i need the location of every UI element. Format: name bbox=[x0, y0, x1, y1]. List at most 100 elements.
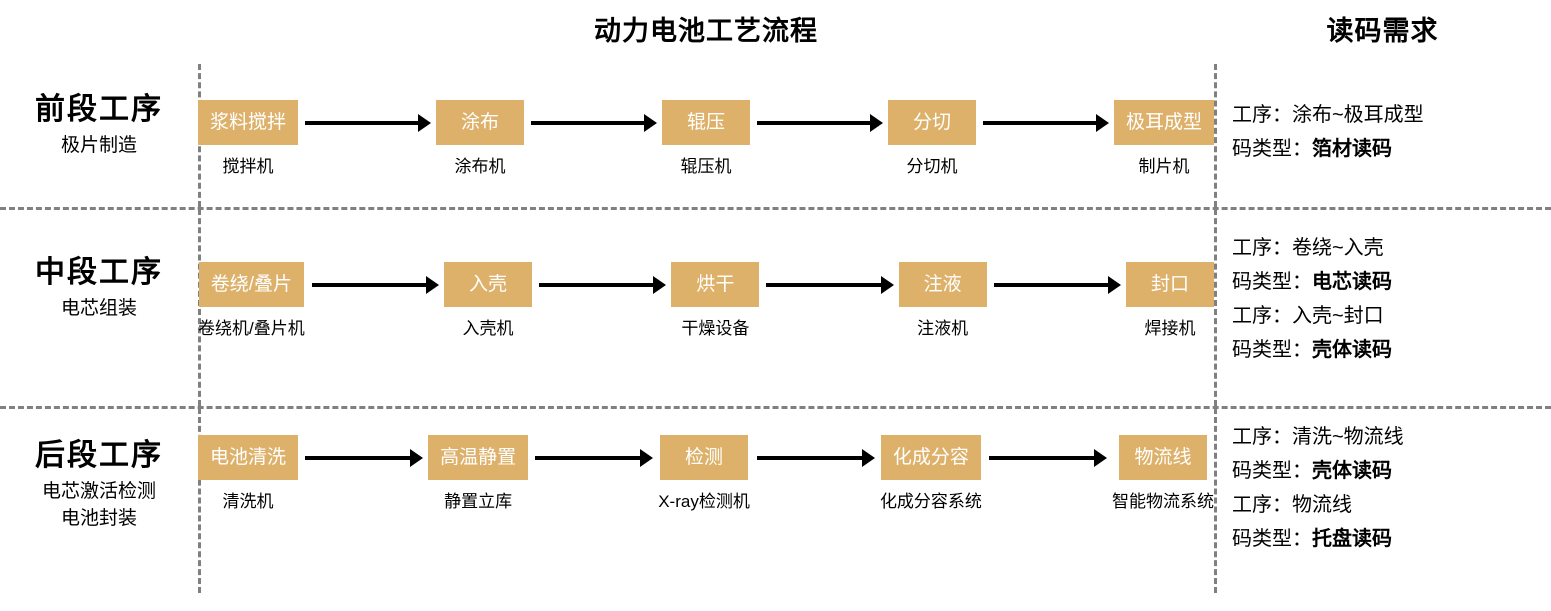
requirement-column-left-divider-row2 bbox=[1214, 209, 1217, 406]
process-node-box[interactable]: 物流线 bbox=[1119, 435, 1208, 480]
process-node[interactable]: 物流线 智能物流系统 bbox=[1112, 435, 1214, 513]
header: 动力电池工艺流程 读码需求 bbox=[0, 0, 1551, 62]
row-divider-1 bbox=[0, 207, 1551, 210]
row-stage-sub-line1: 电芯激活检测 bbox=[41, 481, 156, 502]
row-label-middle: 中段工序 电芯组装 bbox=[0, 254, 198, 322]
requirement-value: 壳体读码 bbox=[1312, 460, 1392, 482]
process-chain-front: 浆料搅拌 搅拌机 涂布 涂布机 辊压 辊压机 分切 分切机 极耳成型 制片机 bbox=[198, 100, 1215, 178]
process-node-caption: 分切机 bbox=[906, 157, 958, 176]
process-node[interactable]: 入壳 入壳机 bbox=[444, 262, 533, 340]
row-stage-sub: 极片制造 bbox=[60, 135, 137, 156]
requirement-label: 工序： bbox=[1232, 494, 1292, 516]
requirement-value: 电芯读码 bbox=[1312, 271, 1392, 293]
requirement-line: 码类型：电芯读码 bbox=[1232, 265, 1551, 299]
process-node-box[interactable]: 封口 bbox=[1125, 262, 1214, 307]
process-row-middle: 中段工序 电芯组装 卷绕/叠片 卷绕机/叠片机 入壳 入壳机 烘干 干燥设备 注… bbox=[0, 209, 1551, 406]
process-node-box[interactable]: 烘干 bbox=[671, 262, 760, 307]
process-node-caption: 清洗机 bbox=[222, 492, 274, 511]
process-node-box[interactable]: 浆料搅拌 bbox=[198, 100, 299, 145]
process-node-caption: 焊接机 bbox=[1144, 319, 1196, 338]
process-node-caption: X-ray检测机 bbox=[658, 492, 750, 511]
requirement-value: 清洗~物流线 bbox=[1292, 426, 1404, 448]
arrow-icon bbox=[976, 100, 1114, 145]
arrow-icon bbox=[298, 435, 428, 480]
row-stage-name: 前段工序 bbox=[35, 93, 163, 126]
row-stage-name: 后段工序 bbox=[35, 439, 163, 472]
requirement-line: 码类型：壳体读码 bbox=[1232, 454, 1551, 488]
process-node-caption: 卷绕机/叠片机 bbox=[198, 319, 305, 338]
requirement-value: 入壳~封口 bbox=[1292, 305, 1384, 327]
process-node[interactable]: 涂布 涂布机 bbox=[436, 100, 525, 178]
requirement-value: 卷绕~入壳 bbox=[1292, 237, 1384, 259]
process-node[interactable]: 浆料搅拌 搅拌机 bbox=[198, 100, 299, 178]
process-chain-middle: 卷绕/叠片 卷绕机/叠片机 入壳 入壳机 烘干 干燥设备 注液 注液机 封口 焊… bbox=[198, 262, 1214, 340]
requirement-value: 托盘读码 bbox=[1312, 528, 1392, 550]
requirement-label: 码类型： bbox=[1232, 339, 1312, 361]
requirement-label: 码类型： bbox=[1232, 138, 1312, 160]
requirement-label: 工序： bbox=[1232, 305, 1292, 327]
process-node-caption: 智能物流系统 bbox=[1112, 492, 1215, 511]
requirement-label: 工序： bbox=[1232, 237, 1292, 259]
flow-column-left-divider-row2 bbox=[198, 209, 201, 406]
process-node-box[interactable]: 辊压 bbox=[662, 100, 751, 145]
arrow-icon bbox=[750, 100, 888, 145]
process-node-box[interactable]: 分切 bbox=[888, 100, 977, 145]
arrow-icon bbox=[759, 262, 898, 307]
process-node[interactable]: 电池清洗 清洗机 bbox=[198, 435, 299, 513]
process-node-caption: 注液机 bbox=[917, 319, 969, 338]
requirement-label: 码类型： bbox=[1232, 528, 1312, 550]
process-node[interactable]: 化成分容 化成分容系统 bbox=[880, 435, 982, 513]
requirement-line: 工序：物流线 bbox=[1232, 488, 1551, 522]
row-label-back: 后段工序 电芯激活检测 电池封装 bbox=[0, 437, 198, 532]
process-node[interactable]: 极耳成型 制片机 bbox=[1114, 100, 1215, 178]
requirement-block-front: 工序：涂布~极耳成型 码类型：箔材读码 bbox=[1232, 98, 1551, 166]
process-node[interactable]: 烘干 干燥设备 bbox=[671, 262, 760, 340]
process-node-box[interactable]: 入壳 bbox=[444, 262, 533, 307]
row-stage-sub-line2: 电池封装 bbox=[60, 508, 137, 529]
requirement-value: 物流线 bbox=[1292, 494, 1352, 516]
process-node[interactable]: 卷绕/叠片 卷绕机/叠片机 bbox=[198, 262, 305, 340]
process-row-back: 后段工序 电芯激活检测 电池封装 电池清洗 清洗机 高温静置 静置立库 检测 X… bbox=[0, 408, 1551, 611]
process-node[interactable]: 分切 分切机 bbox=[888, 100, 977, 178]
arrow-icon bbox=[298, 100, 436, 145]
process-node-caption: 辊压机 bbox=[680, 157, 732, 176]
row-stage-sub: 电芯组装 bbox=[60, 298, 137, 319]
requirement-line: 工序：清洗~物流线 bbox=[1232, 420, 1551, 454]
process-node[interactable]: 注液 注液机 bbox=[898, 262, 987, 340]
process-node-caption: 制片机 bbox=[1138, 157, 1190, 176]
requirement-value: 箔材读码 bbox=[1312, 138, 1392, 160]
requirement-value: 涂布~极耳成型 bbox=[1292, 104, 1424, 126]
requirement-line: 工序：卷绕~入壳 bbox=[1232, 231, 1551, 265]
process-node-box[interactable]: 注液 bbox=[898, 262, 987, 307]
process-node-caption: 化成分容系统 bbox=[879, 492, 982, 511]
process-node[interactable]: 辊压 辊压机 bbox=[662, 100, 751, 178]
process-node-box[interactable]: 化成分容 bbox=[880, 435, 981, 480]
process-node-box[interactable]: 电池清洗 bbox=[198, 435, 299, 480]
requirement-line: 工序：涂布~极耳成型 bbox=[1232, 98, 1551, 132]
requirement-block-middle: 工序：卷绕~入壳 码类型：电芯读码 工序：入壳~封口 码类型：壳体读码 bbox=[1232, 231, 1551, 367]
requirement-label: 工序： bbox=[1232, 426, 1292, 448]
flow-column-left-divider-row3 bbox=[198, 408, 201, 593]
requirement-block-back: 工序：清洗~物流线 码类型：壳体读码 工序：物流线 码类型：托盘读码 bbox=[1232, 420, 1551, 556]
process-node[interactable]: 封口 焊接机 bbox=[1125, 262, 1214, 340]
process-node-caption: 干燥设备 bbox=[681, 319, 750, 338]
process-node-box[interactable]: 卷绕/叠片 bbox=[198, 262, 304, 307]
process-node-caption: 静置立库 bbox=[444, 492, 513, 511]
process-node[interactable]: 高温静置 静置立库 bbox=[428, 435, 529, 513]
requirement-line: 码类型：壳体读码 bbox=[1232, 333, 1551, 367]
process-node-caption: 入壳机 bbox=[462, 319, 514, 338]
process-node-box[interactable]: 涂布 bbox=[436, 100, 525, 145]
process-node-box[interactable]: 高温静置 bbox=[428, 435, 529, 480]
arrow-icon bbox=[528, 435, 658, 480]
requirement-value: 壳体读码 bbox=[1312, 339, 1392, 361]
requirement-column-title: 读码需求 bbox=[1326, 16, 1439, 46]
process-node[interactable]: 检测 X-ray检测机 bbox=[658, 435, 750, 513]
process-node-box[interactable]: 极耳成型 bbox=[1114, 100, 1215, 145]
process-node-box[interactable]: 检测 bbox=[660, 435, 749, 480]
requirement-column-left-divider-row1 bbox=[1214, 64, 1217, 207]
requirement-label: 码类型： bbox=[1232, 271, 1312, 293]
process-node-caption: 搅拌机 bbox=[222, 157, 274, 176]
requirement-line: 码类型：箔材读码 bbox=[1232, 132, 1551, 166]
row-divider-2 bbox=[0, 406, 1551, 409]
arrow-icon bbox=[982, 435, 1112, 480]
